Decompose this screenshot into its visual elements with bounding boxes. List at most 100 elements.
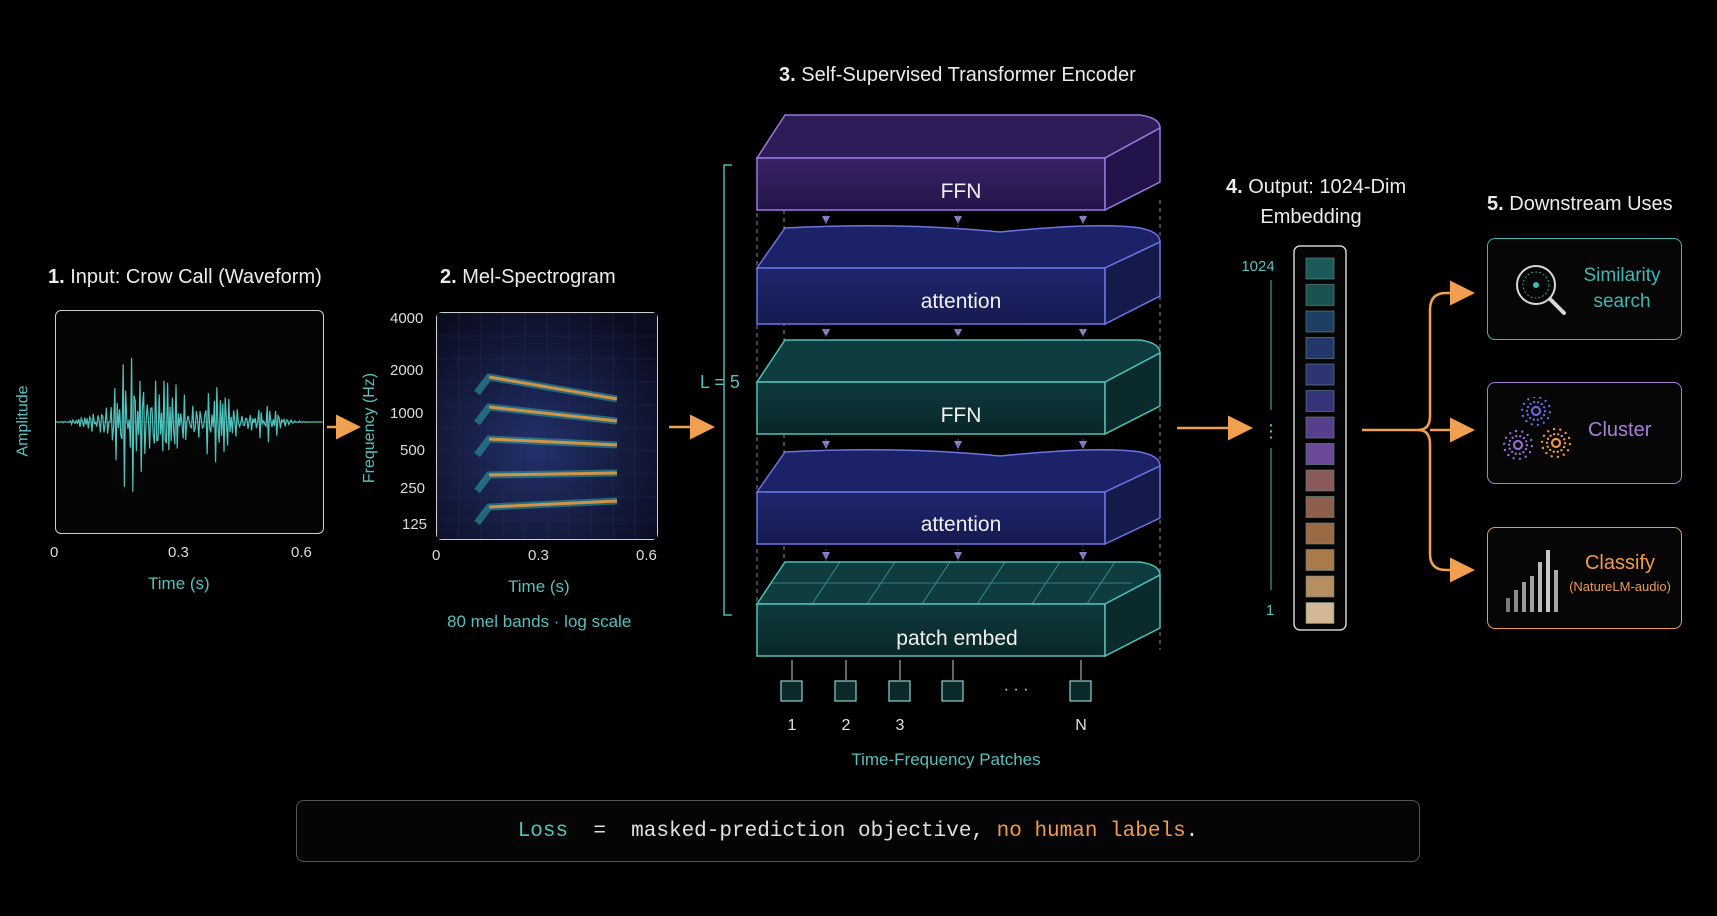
step4-title: 4. Output: 1024-Dim Embedding — [1226, 172, 1406, 232]
layer-label-attention-top: attention — [921, 290, 1002, 313]
step1-number: 1. — [48, 266, 65, 288]
embedding-cell — [1305, 310, 1335, 333]
step4-title-line2: Embedding — [1260, 206, 1362, 228]
embedding-cell — [1305, 575, 1335, 598]
loss-box: Loss = masked-prediction objective, no h… — [296, 800, 1420, 862]
use-card-classify[interactable]: Classify (NatureLM-audio) — [1487, 527, 1682, 629]
spectrogram-plot — [436, 312, 657, 539]
spec-ytick-1000: 1000 — [390, 405, 424, 422]
waveform-xtick-2: 0.6 — [291, 544, 312, 561]
use-label-cluster: Cluster — [1588, 419, 1652, 441]
spec-ytick-125: 125 — [402, 516, 428, 533]
spec-ytick-4000: 4000 — [390, 310, 424, 327]
embedding-top-label: 1024 — [1241, 258, 1274, 275]
embedding-cell — [1305, 443, 1335, 465]
layer-label-ffn-middle: FFN — [941, 404, 982, 427]
embedding-ellipsis: ⋮ — [1262, 421, 1280, 441]
step2-title: 2. Mel-Spectrogram — [440, 266, 616, 289]
use-label-naturelm: (NatureLM-audio) — [1569, 579, 1671, 594]
spectrogram-xlabel: Time (s) — [508, 577, 570, 596]
waveform-xtick-1: 0.3 — [168, 544, 189, 561]
waveform-xtick-0: 0 — [50, 544, 59, 561]
use-card-similarity-search[interactable]: Similarity search — [1487, 238, 1682, 340]
step3-number: 3. — [779, 64, 796, 86]
loss-space-3 — [984, 820, 997, 843]
embedding-cell — [1305, 257, 1335, 280]
patch-caption: Time-Frequency Patches — [851, 750, 1040, 769]
waveform-panel — [55, 310, 324, 534]
use-label-similarity: Similarity — [1583, 265, 1661, 286]
loss-equals: = — [593, 819, 606, 843]
step2-number: 2. — [440, 266, 457, 288]
loss-space-1 — [568, 820, 593, 843]
patch-token-n — [1069, 680, 1092, 702]
patch-label-n: N — [1075, 717, 1087, 734]
embedding-cell — [1305, 416, 1335, 439]
waveform-plot — [55, 357, 323, 492]
embedding-cell — [1305, 363, 1335, 386]
layer-patch-embed: patch embed — [755, 561, 1161, 658]
magnifier-icon — [1516, 265, 1566, 315]
layer-ffn-middle: FFN — [755, 339, 1161, 436]
use-label-search: search — [1593, 291, 1651, 312]
step3-title: 3. Self-Supervised Transformer Encoder — [779, 64, 1136, 87]
waveform-xlabel: Time (s) — [148, 574, 210, 593]
loss-term: Loss — [517, 819, 569, 843]
patch-token-3 — [888, 680, 911, 702]
layer-bracket — [723, 164, 732, 616]
spectrogram-panel — [436, 312, 658, 540]
step2-title-text: Mel-Spectrogram — [462, 266, 616, 288]
spec-ytick-2000: 2000 — [390, 362, 424, 379]
loss-highlight: no human labels — [996, 819, 1186, 843]
embedding-cell — [1305, 496, 1335, 518]
layer-label-ffn-top: FFN — [941, 180, 982, 203]
step4-number: 4. — [1226, 176, 1243, 198]
loss-text: masked-prediction objective, — [631, 819, 985, 843]
step5-number: 5. — [1487, 193, 1504, 215]
layer-attention-bottom: attention — [755, 449, 1161, 546]
step5-title: 5. Downstream Uses — [1487, 193, 1673, 216]
embedding-vector — [1270, 245, 1347, 631]
loss-space-2 — [606, 820, 631, 843]
embedding-cell — [1305, 549, 1335, 571]
layer-ffn-top: FFN — [755, 114, 1161, 212]
patch-token-4 — [941, 680, 964, 702]
embedding-cell — [1305, 522, 1335, 545]
embedding-cell — [1305, 469, 1335, 492]
cluster-icon — [1502, 397, 1572, 461]
patch-label-2: 2 — [842, 717, 851, 734]
bar-chart-icon — [1506, 550, 1558, 612]
step5-title-text: Downstream Uses — [1509, 193, 1673, 215]
spec-ytick-250: 250 — [400, 480, 426, 497]
loss-end: . — [1185, 819, 1199, 843]
patch-label-1: 1 — [788, 717, 797, 734]
spec-xtick-0: 0 — [432, 547, 441, 564]
step1-title-text: Input: Crow Call (Waveform) — [70, 266, 322, 288]
layer-label-attention-bottom: attention — [921, 513, 1002, 536]
spec-xtick-1: 0.3 — [528, 547, 549, 564]
use-label-classify: Classify — [1584, 552, 1655, 574]
layer-attention-top: attention — [755, 225, 1161, 326]
patch-token-1 — [780, 680, 803, 702]
step3-title-text: Self-Supervised Transformer Encoder — [801, 64, 1136, 86]
use-card-cluster[interactable]: Cluster — [1487, 382, 1682, 484]
embedding-bottom-label: 1 — [1266, 602, 1274, 619]
spec-xtick-2: 0.6 — [636, 547, 657, 564]
arrow-embedding-to-uses — [1362, 280, 1475, 583]
step4-title-line1: Output: 1024-Dim — [1248, 176, 1407, 198]
embedding-cell — [1305, 284, 1335, 306]
patch-label-3: 3 — [896, 717, 905, 734]
embedding-cell — [1305, 337, 1335, 359]
layer-count-label: L = 5 — [700, 372, 740, 392]
layer-label-patch-embed: patch embed — [896, 627, 1017, 650]
waveform-trace — [55, 357, 323, 492]
embedding-cell — [1305, 602, 1335, 624]
patch-tokens — [780, 660, 1092, 702]
step1-title: 1. Input: Crow Call (Waveform) — [48, 266, 322, 289]
spec-ytick-500: 500 — [400, 442, 426, 459]
patch-token-2 — [834, 680, 857, 702]
spectrogram-caption: 80 mel bands · log scale — [447, 612, 632, 631]
embedding-cell — [1305, 390, 1335, 412]
patch-label-ellipsis: · · · — [1004, 681, 1029, 698]
